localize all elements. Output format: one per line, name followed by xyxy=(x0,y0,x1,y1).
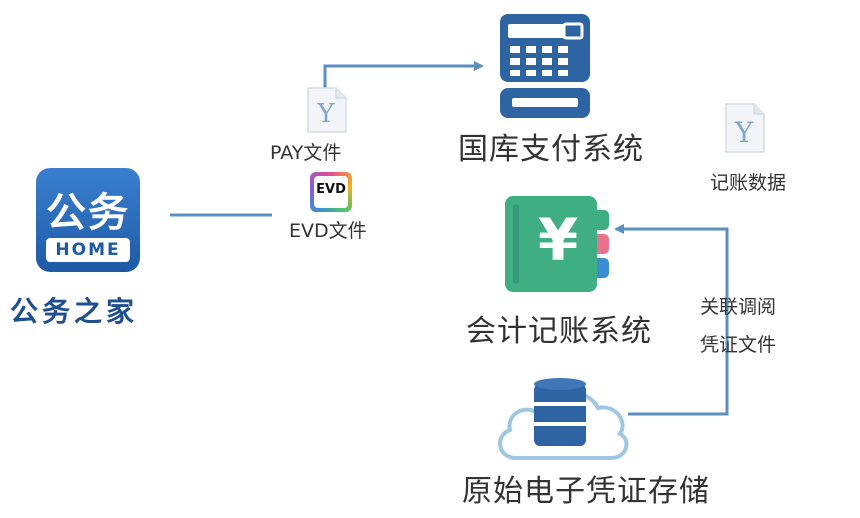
evd-file-label: EVD文件 xyxy=(289,220,367,242)
related-label-line1: 关联调阅 xyxy=(700,296,777,318)
treasury-system-label: 国库支付系统 xyxy=(458,132,644,167)
evd-logo-text: EVD xyxy=(316,182,346,197)
pay-to-treasury-arrow xyxy=(323,61,484,88)
related-label-line2: 凭证文件 xyxy=(700,334,777,356)
app-logo-sub: HOME xyxy=(55,240,121,260)
accounting-system-label: 会计记账系统 xyxy=(466,314,652,349)
ledger-tab-blue xyxy=(595,258,609,278)
payment-terminal-icon xyxy=(500,14,590,118)
pay-file-yen: Y xyxy=(316,99,335,129)
ledger-yen-symbol: ¥ xyxy=(537,206,579,274)
app-logo-text: 公务 xyxy=(46,190,130,236)
record-file-icon: Y xyxy=(725,103,765,153)
ledger-book-icon: ¥ xyxy=(505,196,615,292)
pay-file-label: PAY文件 xyxy=(270,142,342,164)
app-name: 公务之家 xyxy=(10,295,139,328)
record-file-yen: Y xyxy=(734,116,754,149)
ledger-tab-pink xyxy=(595,234,609,254)
storage-to-accounting-arrow xyxy=(614,224,729,416)
evd-logo: EVD xyxy=(310,172,352,212)
app-logo-banner xyxy=(46,238,130,262)
ledger-tab-green xyxy=(595,210,609,230)
pay-file-icon: Y xyxy=(307,87,347,133)
cloud-database-icon xyxy=(498,378,629,460)
record-data-label: 记账数据 xyxy=(710,172,787,194)
app-logo: 公务 HOME xyxy=(36,168,140,272)
database-icon xyxy=(534,378,586,446)
storage-label: 原始电子凭证存储 xyxy=(462,474,710,509)
